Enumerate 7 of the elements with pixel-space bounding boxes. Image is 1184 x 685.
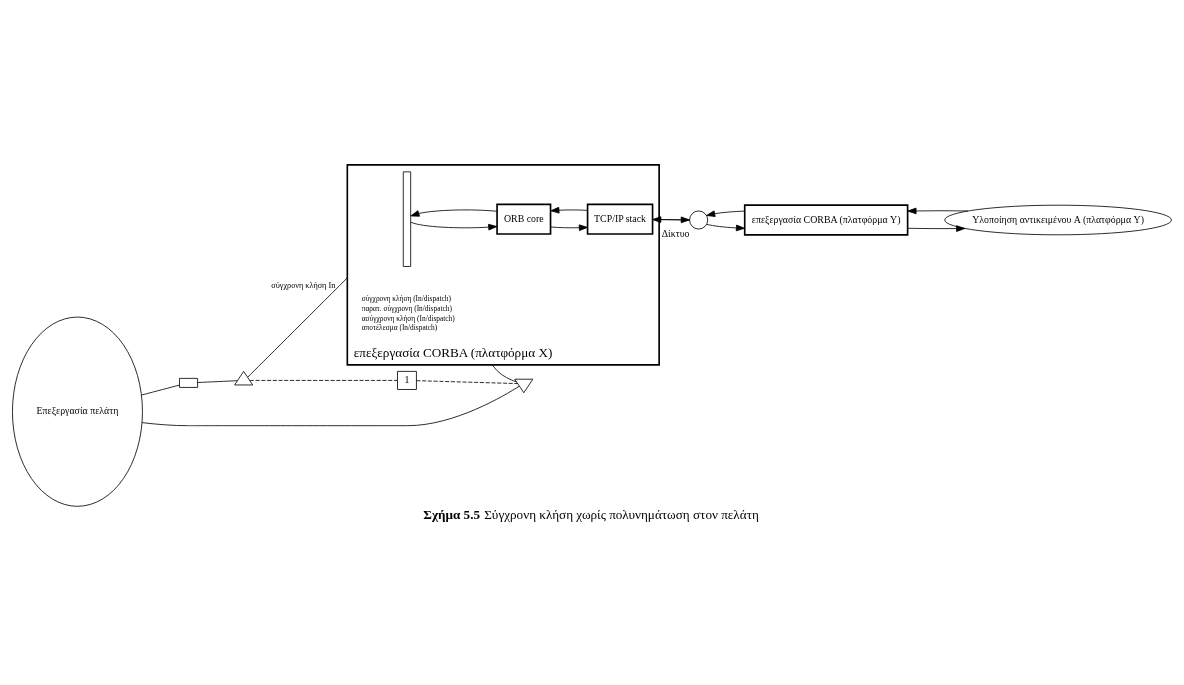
label: παρατ. σύγχρονη (In/dispatch) [361,303,452,313]
label: αποτέλεσμα (In/dispatch) [361,322,438,332]
label: ασύγχρονη κλήση (In/dispatch) [361,313,455,323]
node-label: Δίκτυο [661,227,690,239]
edge-label: σύγχρονη κλήση In [271,280,336,290]
label: σύγχρονη κλήση (In/dispatch) [361,293,451,303]
caption: Σχήμα 5.5 Σύγχρονη κλήση χωρίς πολυνημάτωση στον πελάτη [423,506,759,522]
